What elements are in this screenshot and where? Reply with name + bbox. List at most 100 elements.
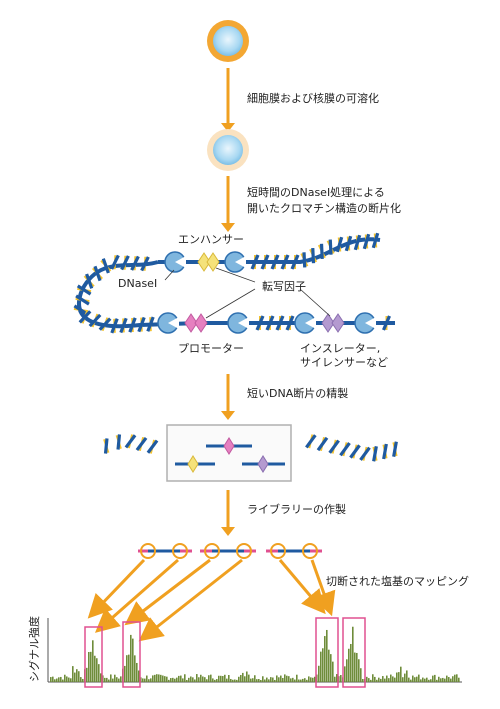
signal-bar (402, 677, 404, 682)
signal-bar (162, 675, 164, 682)
signal-bar (446, 675, 448, 682)
signal-bar (352, 626, 354, 682)
peak-highlights (84, 617, 366, 688)
signal-bar (94, 655, 96, 682)
signal-bar (150, 678, 152, 682)
signal-bar (344, 666, 346, 682)
signal-bar (408, 677, 410, 682)
signal-bar (52, 676, 54, 682)
mapping-arrows (87, 558, 336, 642)
signal-bar (274, 679, 276, 682)
right-fragment-strand (372, 446, 378, 462)
signal-bar (444, 678, 446, 682)
signal-bar (120, 676, 122, 682)
signal-bar (334, 676, 336, 682)
signal-bar (354, 652, 356, 682)
left-helix-strand (128, 317, 137, 333)
signal-bar (192, 677, 194, 682)
signal-bar (160, 674, 162, 682)
dna-helix-segment-upper (250, 232, 380, 270)
signal-bar (176, 677, 178, 682)
signal-bar (168, 679, 170, 682)
insulator-label-line1: インスレーター, (300, 342, 380, 355)
signal-bar (448, 677, 450, 682)
left-helix-strand (146, 316, 155, 332)
signal-bar (396, 672, 398, 682)
step-2-label-line1: 短時間のDNaseⅠ処理による (247, 185, 385, 199)
signal-bar (214, 679, 216, 682)
dna-helix-segment-left (73, 254, 155, 334)
upper-helix-strand (371, 232, 380, 249)
signal-bar (140, 677, 142, 682)
left-helix-strand (120, 255, 130, 271)
dnase-enzyme-5 (294, 312, 316, 334)
signal-bar (156, 674, 158, 682)
signal-bar (208, 675, 210, 682)
dnase-enzyme-3 (157, 312, 179, 334)
signal-bar (230, 678, 232, 682)
signal-bar (384, 678, 386, 682)
signal-bar (244, 676, 246, 682)
signal-bar (252, 678, 254, 682)
signal-bar (280, 675, 282, 682)
short-fragment-box (166, 424, 292, 482)
signal-bar (368, 678, 370, 682)
signal-bar (308, 676, 310, 682)
signal-bar (98, 664, 100, 682)
upper-helix-strand (260, 254, 270, 270)
signal-bar (398, 672, 400, 682)
insulator-factor (321, 313, 345, 333)
left-fragment-strand (116, 434, 122, 450)
upper-helix-strand (290, 254, 300, 270)
signal-bar (72, 666, 74, 682)
upper-helix-strand (302, 252, 307, 268)
upper-helix-strand (319, 243, 324, 260)
signal-bar (366, 676, 368, 682)
signal-bar (422, 677, 424, 682)
signal-bar (296, 674, 298, 682)
signal-bar (400, 666, 402, 682)
signal-bar (82, 678, 84, 682)
signal-bar (222, 676, 224, 682)
signal-bar (386, 675, 388, 682)
signal-bar (130, 634, 132, 682)
signal-bar (240, 675, 242, 682)
signal-bar (210, 674, 212, 682)
signal-bar (104, 677, 106, 682)
signal-bar (290, 678, 292, 682)
enhancer-label: エンハンサー (178, 233, 244, 246)
step-4-label: ライブラリーの作製 (247, 502, 346, 516)
signal-bar (404, 673, 406, 682)
signal-bar (74, 672, 76, 682)
signal-bar (338, 676, 340, 682)
signal-bar (406, 670, 408, 682)
signal-bar (322, 648, 324, 682)
signal-bar (202, 676, 204, 682)
enhancer-factor (197, 252, 220, 272)
signal-bar (268, 679, 270, 682)
signal-bar (328, 649, 330, 682)
step-arrow-4 (221, 490, 235, 536)
signal-bar (114, 674, 116, 682)
signal-bar (148, 679, 150, 682)
signal-bar (278, 677, 280, 682)
signal-bar (112, 678, 114, 682)
step-arrow-2 (221, 176, 235, 232)
tf-label: 転写因子 (262, 280, 306, 293)
signal-bar (360, 668, 362, 682)
signal-bar (454, 674, 456, 682)
signal-bar (314, 676, 316, 682)
right-fragment-strand (382, 443, 388, 460)
promoter-label: プロモーター (178, 342, 244, 355)
signal-bar (350, 643, 352, 682)
signal-bar (426, 677, 428, 682)
signal-bar (128, 654, 130, 682)
signal-bar (376, 679, 378, 682)
signal-bar (68, 677, 70, 682)
lower-helix-strand (255, 315, 265, 331)
signal-bar (248, 674, 250, 682)
signal-bar (312, 677, 314, 682)
signal-bar (62, 679, 64, 682)
signal-bar (236, 679, 238, 682)
signal-bar (218, 675, 220, 682)
